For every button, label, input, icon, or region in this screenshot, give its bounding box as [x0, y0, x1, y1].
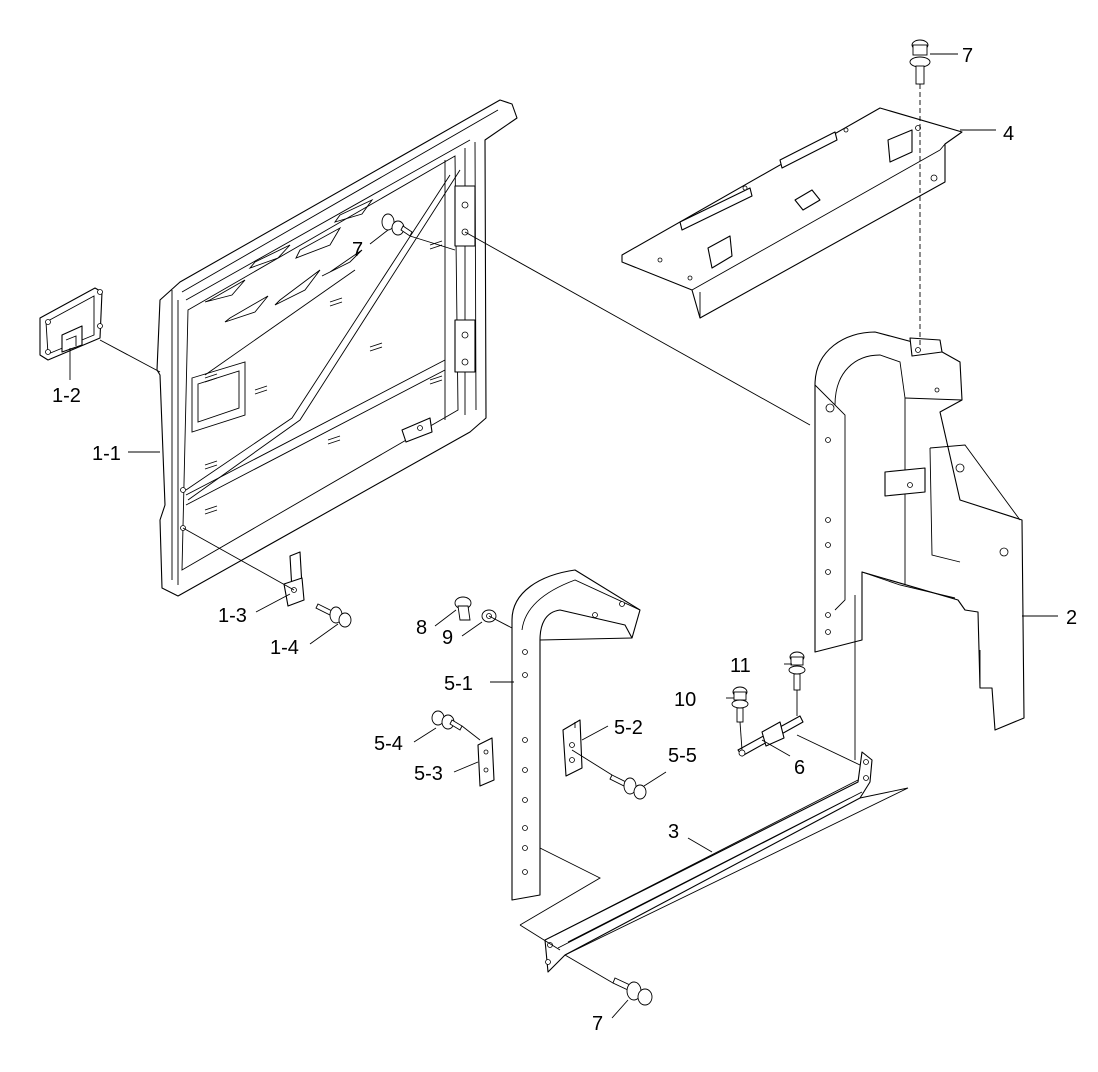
part-1-2-latch [39, 287, 103, 361]
fastener-11 [788, 651, 806, 691]
label-3: 3 [668, 821, 679, 843]
label-7-top: 7 [962, 45, 973, 67]
part-2-side-frame [814, 331, 1025, 731]
label-1-2: 1-2 [52, 385, 81, 407]
callout-leaders [69, 53, 1058, 1019]
label-9: 9 [442, 627, 453, 649]
label-5-2: 5-2 [614, 717, 643, 739]
assembly-lines [99, 84, 921, 984]
fastener-5-5 [609, 774, 647, 800]
fastener-5-4 [431, 710, 463, 731]
label-7-frame: 7 [352, 239, 363, 261]
part-1-1-frame-panel [156, 99, 518, 597]
fastener-7-top [909, 39, 931, 85]
part-4-top-bracket [621, 107, 963, 319]
label-5-5: 5-5 [668, 745, 697, 767]
part-5-2-bracket-plate [562, 719, 583, 777]
label-2: 2 [1066, 607, 1077, 629]
label-5-4: 5-4 [374, 733, 403, 755]
part-6-lever [737, 715, 804, 757]
label-11: 11 [730, 655, 751, 677]
label-10: 10 [674, 689, 696, 711]
label-8: 8 [416, 617, 427, 639]
label-1-4: 1-4 [270, 637, 299, 659]
label-4: 4 [1003, 123, 1014, 145]
part-1-4-bolt [315, 603, 352, 628]
part-5-1-front-bracket [511, 569, 641, 901]
label-7-bottom: 7 [592, 1013, 603, 1035]
label-1-3: 1-3 [218, 605, 247, 627]
label-1-1: 1-1 [92, 443, 121, 465]
part-1-3-clip [283, 551, 305, 607]
label-6: 6 [794, 757, 805, 779]
fastener-10 [731, 686, 749, 723]
label-5-3: 5-3 [414, 763, 443, 785]
label-5-1: 5-1 [444, 673, 473, 695]
fastener-8 [454, 596, 472, 621]
callout-labels: 7 4 7 1-2 1-1 1-3 1-4 8 9 5-1 5-2 5-4 5-… [52, 45, 1077, 1035]
part-3-bottom-rail [544, 751, 873, 973]
part-5-3-small-plate [477, 737, 495, 787]
fastener-7-bottom [612, 977, 653, 1006]
